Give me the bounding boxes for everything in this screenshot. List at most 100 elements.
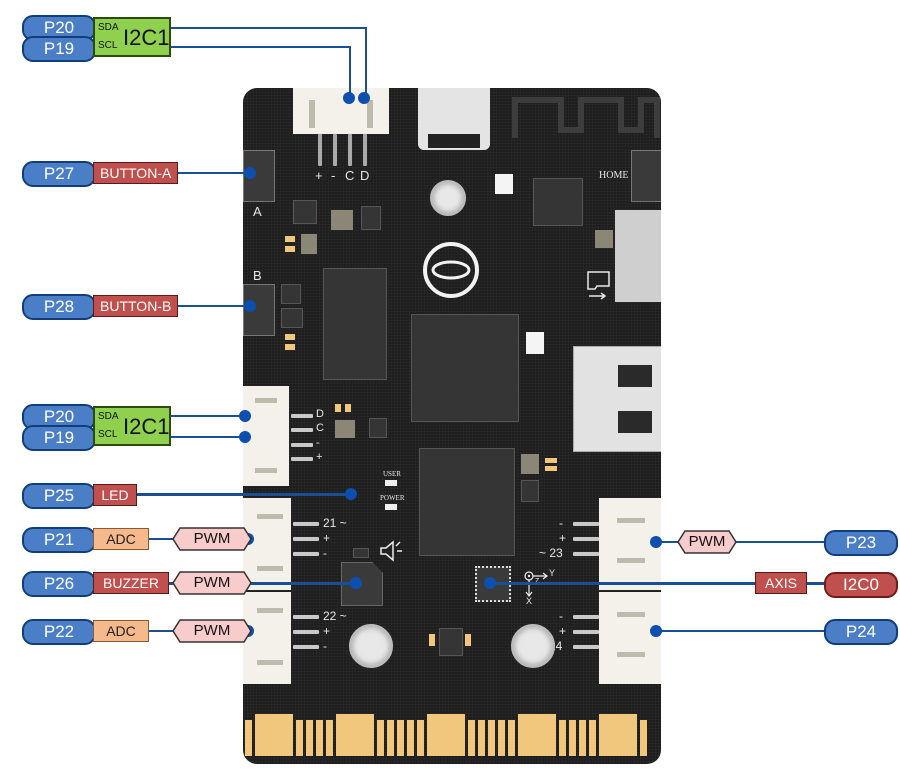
gold-finger-pad bbox=[316, 720, 323, 756]
gold-finger-pad bbox=[255, 714, 293, 756]
power-led bbox=[385, 504, 397, 510]
pwm-label-p26: PWM bbox=[172, 571, 252, 595]
gold-finger-pad bbox=[245, 720, 252, 756]
controller-board: + - C D A B HOME bbox=[243, 88, 661, 764]
pin-label-p22: P22 bbox=[22, 619, 96, 645]
gold-finger-pad bbox=[559, 720, 566, 756]
silk-port21-plus: + bbox=[323, 531, 331, 545]
silk-port23-signal: ~ 23 bbox=[539, 546, 563, 560]
gold-finger-pad bbox=[518, 714, 556, 756]
silk-axis-z: Z bbox=[535, 578, 539, 585]
connection-dot bbox=[650, 536, 662, 548]
silk-axis-y: Y bbox=[549, 568, 556, 578]
wifi-chip bbox=[533, 178, 583, 226]
connection-dot bbox=[244, 167, 256, 179]
pin-label-p19-side: P19 bbox=[22, 425, 96, 451]
connection-dot bbox=[345, 488, 357, 500]
pwm-label-p23: PWM bbox=[677, 530, 757, 554]
function-label-button-a: BUTTON-A bbox=[93, 162, 179, 184]
silk-top-c: C bbox=[345, 168, 355, 183]
silk-port22-minus: - bbox=[323, 639, 327, 653]
gold-finger-pad bbox=[640, 720, 647, 756]
i2c1-block-top: SDA SCL I2C1 bbox=[93, 17, 171, 57]
silk-top-plus: + bbox=[315, 168, 323, 183]
usb-a-port-icon bbox=[573, 346, 661, 452]
gold-finger-pad bbox=[478, 720, 485, 756]
antenna-trace-icon bbox=[512, 97, 660, 138]
silk-button-a: A bbox=[253, 204, 262, 219]
coprocessor-chip bbox=[419, 448, 515, 556]
sd-card-icon bbox=[587, 271, 610, 300]
gold-finger-pad bbox=[397, 720, 404, 756]
pwm-label-p22: PWM bbox=[172, 619, 252, 643]
silk-top-minus: - bbox=[331, 168, 336, 183]
pin-label-p27: P27 bbox=[22, 161, 96, 187]
brand-logo-icon bbox=[423, 242, 479, 298]
function-label-axis: AXIS bbox=[755, 572, 807, 594]
silk-axis-x: X bbox=[526, 596, 533, 606]
silk-port24-plus: + bbox=[559, 624, 567, 638]
gold-finger-pad bbox=[498, 720, 505, 756]
scl-label: SCL bbox=[98, 40, 118, 51]
i2c-name: I2C1 bbox=[123, 25, 170, 50]
top-i2c-connector bbox=[293, 88, 389, 134]
gold-finger-pad bbox=[579, 720, 586, 756]
silk-port22-plus: + bbox=[323, 624, 331, 638]
sda-label: SDA bbox=[98, 411, 119, 422]
silk-user-led: USER bbox=[383, 470, 401, 478]
connection-dot bbox=[484, 577, 496, 589]
home-button[interactable] bbox=[631, 150, 661, 202]
gold-finger-pad bbox=[377, 720, 384, 756]
pin-label-i2c0: I2C0 bbox=[824, 572, 898, 598]
pin-label-p28: P28 bbox=[22, 294, 96, 320]
function-label-adc-p22: ADC bbox=[93, 620, 149, 642]
scl-label: SCL bbox=[98, 429, 118, 440]
silk-port21-signal: 21 ~ bbox=[323, 516, 347, 530]
gold-finger-pad bbox=[427, 714, 465, 756]
port-22-connector bbox=[243, 592, 291, 684]
silk-home: HOME bbox=[599, 170, 629, 181]
connection-dot bbox=[239, 431, 251, 443]
silk-side-c: C bbox=[316, 422, 324, 434]
connection-dot bbox=[350, 577, 362, 589]
silk-button-b: B bbox=[253, 268, 262, 283]
gold-finger-pad bbox=[417, 720, 424, 756]
pwm-label-p21: PWM bbox=[172, 527, 252, 551]
mounting-hole bbox=[349, 624, 393, 668]
function-label-button-b: BUTTON-B bbox=[93, 295, 179, 317]
memory-chip bbox=[323, 268, 387, 380]
pin-label-p19-top: P19 bbox=[22, 36, 96, 62]
mounting-hole bbox=[430, 180, 466, 216]
gold-finger-pad bbox=[407, 720, 414, 756]
speaker-icon bbox=[380, 540, 402, 562]
function-label-adc-p21: ADC bbox=[93, 528, 149, 550]
silk-side-plus: + bbox=[316, 451, 323, 463]
silk-top-d: D bbox=[360, 168, 370, 183]
user-led bbox=[385, 480, 397, 486]
gold-finger-pad bbox=[488, 720, 495, 756]
connection-dot bbox=[244, 300, 256, 312]
silk-port23-minus: - bbox=[559, 516, 563, 530]
gold-finger-pad bbox=[306, 720, 313, 756]
mounting-hole bbox=[511, 624, 555, 668]
silk-side-minus: - bbox=[316, 437, 320, 449]
connection-dot bbox=[343, 92, 355, 104]
gold-finger-pad bbox=[599, 714, 637, 756]
silk-side-d: D bbox=[316, 408, 324, 420]
silk-port23-plus: + bbox=[559, 531, 567, 545]
pin-label-p26: P26 bbox=[22, 571, 96, 597]
i2c-name: I2C1 bbox=[123, 414, 170, 439]
connection-dot bbox=[650, 625, 662, 637]
gold-finger-pad bbox=[387, 720, 394, 756]
gold-finger-pad bbox=[296, 720, 303, 756]
gold-finger-pad bbox=[589, 720, 596, 756]
gold-finger-pad bbox=[336, 714, 374, 756]
silk-port24-minus: - bbox=[559, 609, 563, 623]
gold-finger-pad bbox=[569, 720, 576, 756]
sd-card-slot bbox=[615, 210, 661, 302]
silk-port22-signal: 22 ~ bbox=[323, 609, 347, 623]
port-24-connector bbox=[599, 592, 661, 684]
side-i2c-connector bbox=[243, 386, 289, 486]
pin-label-p24: P24 bbox=[824, 619, 898, 645]
silk-port21-minus: - bbox=[323, 546, 327, 560]
